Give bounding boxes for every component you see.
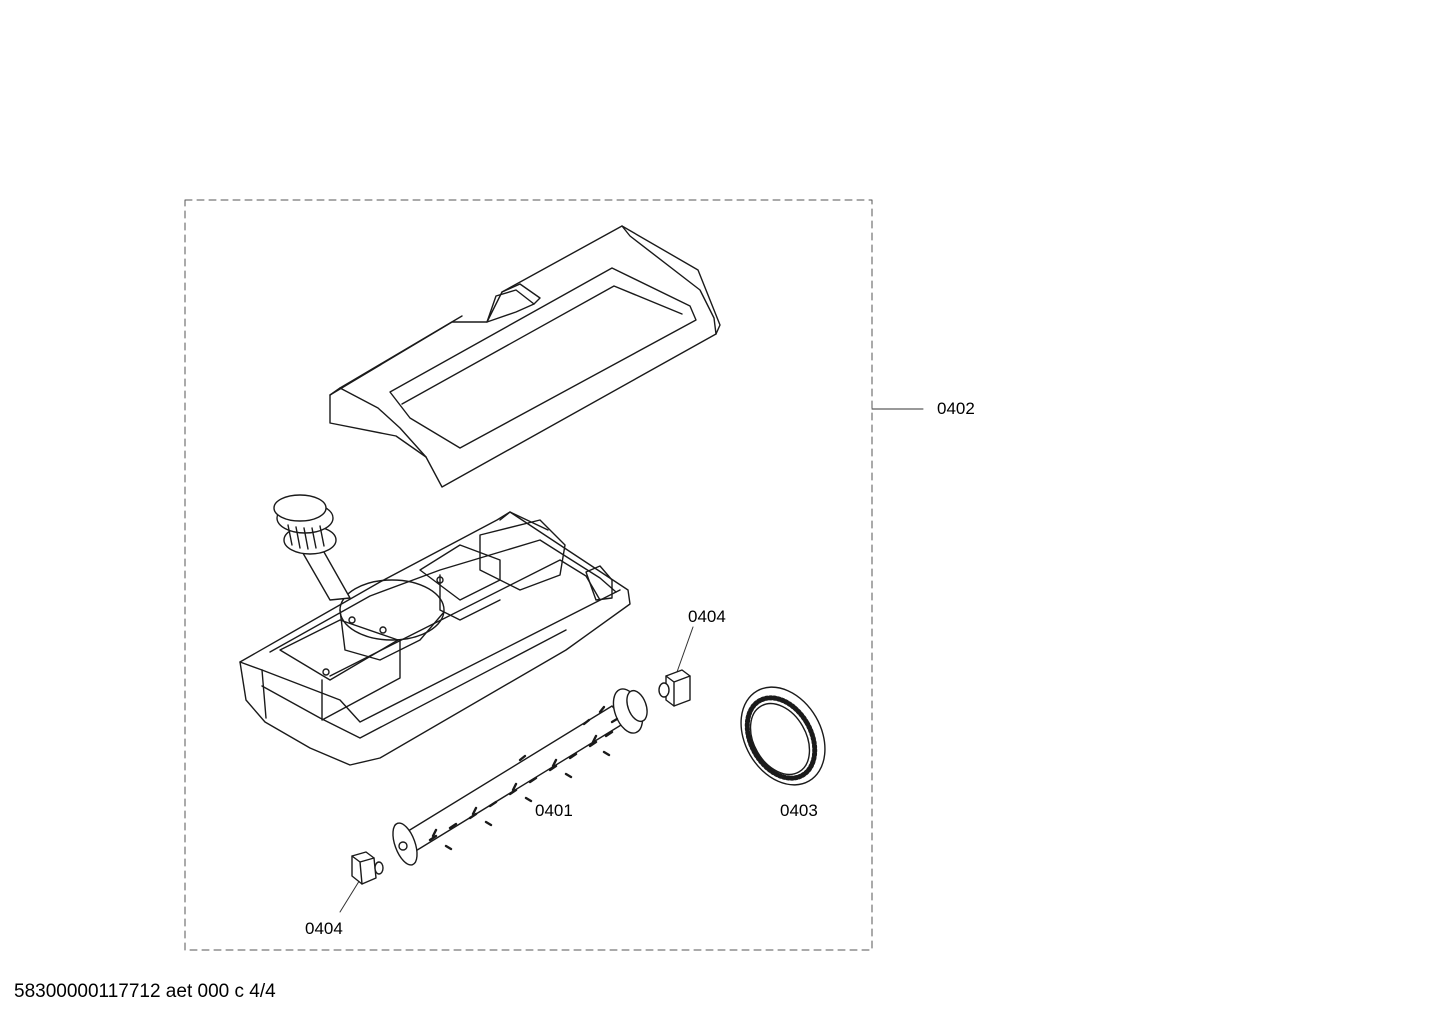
callout-0402: 0402: [937, 399, 975, 418]
drawing-reference-code: 58300000117712 aet 000 c 4/4: [14, 981, 276, 1002]
drive-belt-part-0403: [740, 686, 826, 786]
base-part-0402: [239, 494, 631, 766]
cover-part-0402: [329, 225, 721, 488]
callout-0401: 0401: [535, 801, 573, 820]
callout-0404-left: 0404: [305, 919, 343, 938]
callout-0403: 0403: [780, 801, 818, 820]
bearing-cap-left-part-0404: [351, 851, 384, 885]
assembly-group-boundary: [184, 199, 873, 951]
bearing-cap-right-part-0404: [658, 669, 691, 707]
callout-0404-right: 0404: [688, 607, 726, 626]
brush-roller-part-0401: [392, 688, 648, 866]
